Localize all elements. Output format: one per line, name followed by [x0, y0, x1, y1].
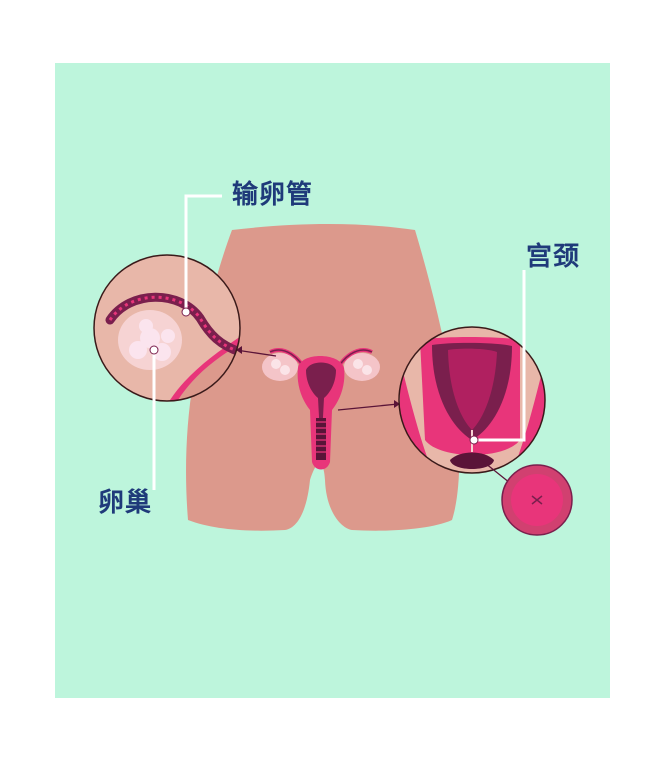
label-ovary: 卵巢	[98, 488, 153, 518]
right-inset-circle	[398, 326, 546, 474]
leader-dot-ovary	[149, 345, 159, 355]
arrow-to-left-inset	[235, 349, 277, 357]
leader-fallopian-tube	[184, 194, 222, 310]
uterus-center	[262, 348, 380, 470]
arrow-to-right-inset	[337, 403, 399, 411]
left-inset-circle	[93, 254, 241, 402]
leader-dot-tube	[181, 307, 191, 317]
leader-dot-cervix	[469, 435, 479, 445]
label-fallopian-tube: 输卵管	[232, 180, 314, 210]
label-cervix: 宫颈	[526, 242, 581, 272]
leader-cervix	[474, 270, 526, 442]
leader-lines	[152, 194, 526, 490]
cervix-end-view	[501, 464, 573, 536]
